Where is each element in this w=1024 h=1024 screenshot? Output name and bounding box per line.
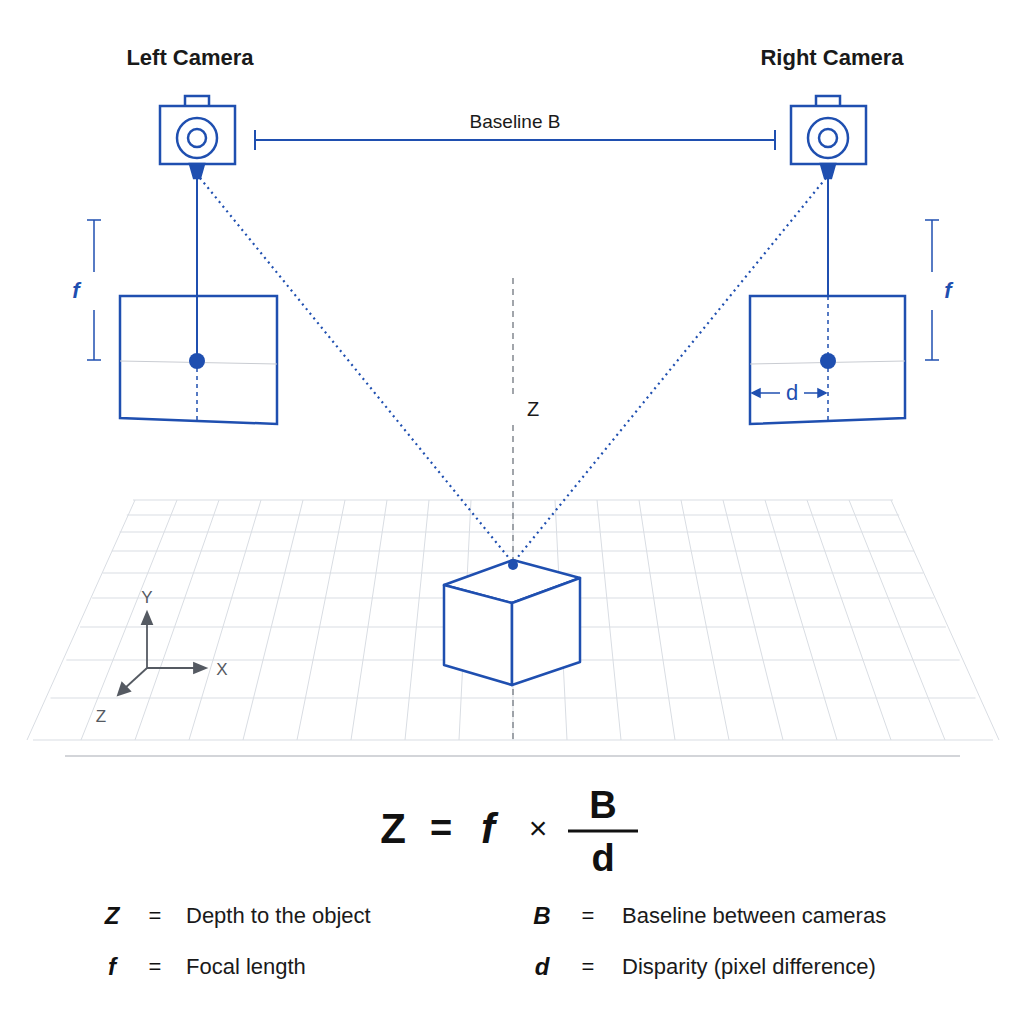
- optical-axis: [196, 178, 198, 361]
- label: f: [72, 279, 79, 303]
- label: d: [783, 381, 801, 405]
- label: f: [944, 279, 951, 303]
- label: Focal length: [186, 955, 306, 979]
- label: Y: [141, 589, 152, 608]
- grid-line: [807, 500, 891, 740]
- image-plane: [750, 296, 905, 424]
- label: Depth to the object: [186, 904, 371, 928]
- label: =: [582, 904, 595, 928]
- projection-ray: [513, 178, 826, 563]
- grid-line: [351, 500, 387, 740]
- label: Left Camera: [126, 46, 253, 70]
- grid-line: [405, 500, 429, 740]
- principal-point: [820, 353, 836, 369]
- label: X: [216, 661, 227, 680]
- baseline-tick: [254, 130, 256, 150]
- grid-line: [135, 500, 219, 740]
- principal-point: [189, 353, 205, 369]
- label: =: [149, 904, 162, 928]
- label: Z: [524, 398, 542, 420]
- object-point: [508, 560, 518, 570]
- label: =: [430, 808, 452, 850]
- grid-line: [597, 500, 621, 740]
- grid-line: [723, 500, 783, 740]
- grid-line: [27, 500, 135, 740]
- axis-triad: [118, 612, 206, 695]
- grid-line: [297, 500, 345, 740]
- right-camera-icon: [791, 96, 866, 178]
- separator: [65, 755, 960, 757]
- baseline-tick: [774, 130, 776, 150]
- fraction-bar: [568, 830, 638, 833]
- label: Z: [96, 708, 106, 727]
- label: Right Camera: [760, 46, 903, 70]
- depth-axis: [512, 278, 514, 395]
- grid-line: [243, 500, 303, 740]
- grid-line: [891, 500, 999, 740]
- optical-axis: [196, 296, 198, 361]
- label: Baseline B: [470, 112, 561, 133]
- focal-bracket: [87, 220, 939, 360]
- grid-line: [189, 500, 261, 740]
- label: =: [149, 955, 162, 979]
- label: B: [533, 903, 550, 929]
- grid-line: [81, 500, 177, 740]
- label: Z: [105, 903, 120, 929]
- label: B: [589, 785, 616, 827]
- left-camera-icon: [160, 96, 235, 178]
- label: Z: [380, 806, 406, 852]
- label: Disparity (pixel difference): [622, 955, 876, 979]
- image-plane: [120, 296, 277, 424]
- label: f: [481, 806, 495, 852]
- label: Baseline between cameras: [622, 904, 886, 928]
- label: d: [591, 838, 614, 880]
- label: ×: [529, 811, 548, 846]
- baseline-line: [255, 139, 775, 141]
- label: f: [108, 954, 116, 980]
- grid-line: [849, 500, 945, 740]
- projection-ray: [200, 178, 513, 563]
- label: =: [582, 955, 595, 979]
- grid-line: [681, 500, 729, 740]
- grid-line: [765, 500, 837, 740]
- grid-line: [639, 500, 675, 740]
- object-cube: [444, 560, 580, 685]
- label: d: [535, 954, 550, 980]
